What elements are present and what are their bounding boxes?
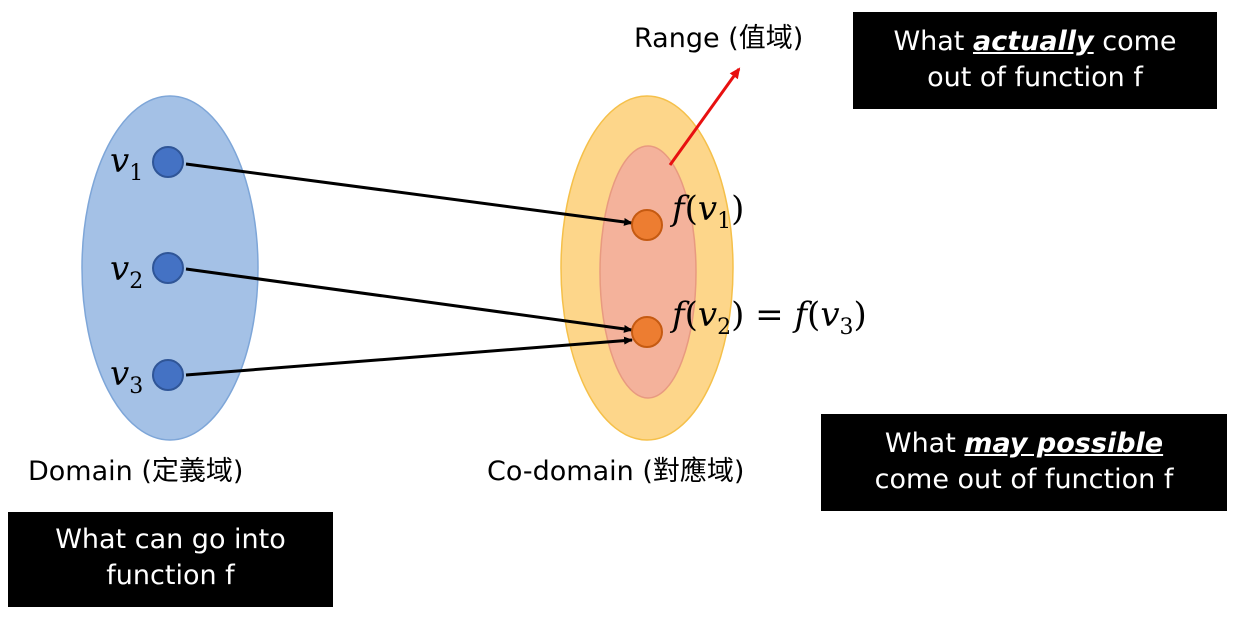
range-note-line2: out of function f <box>927 62 1143 93</box>
codomain-note-line2: come out of function f <box>874 464 1174 495</box>
mapping-arrow-v3 <box>185 336 633 377</box>
domain-point-v2 <box>152 252 184 284</box>
range-label: Range (值域) <box>634 23 804 54</box>
range-note: What actually come out of function f <box>853 12 1217 109</box>
range-ellipse <box>599 145 697 399</box>
domain-note-line2: function f <box>106 560 235 591</box>
domain-point-v1 <box>152 146 184 178</box>
domain-note: What can go into function f <box>8 512 333 607</box>
domain-point-v3 <box>152 359 184 391</box>
range-pointer-arrow <box>668 67 741 166</box>
mapping-arrow-v2 <box>185 267 633 333</box>
range-note-line1: What actually come <box>893 26 1177 57</box>
range-note-emphasis: actually <box>972 26 1094 57</box>
mapping-arrow-v1 <box>185 162 633 226</box>
label-f-v2-equals-f-v3: f(v2) = f(v3) <box>669 295 867 340</box>
codomain-note-line1: What may possible <box>884 428 1164 459</box>
codomain-note-emphasis: may possible <box>964 428 1164 459</box>
codomain-note: What may possible come out of function f <box>821 414 1227 511</box>
image-point-2 <box>631 316 663 348</box>
domain-note-line1: What can go into <box>55 524 286 555</box>
label-f-v1: f(v1) <box>669 189 744 234</box>
image-point-1 <box>631 209 663 241</box>
codomain-label: Co-domain (對應域) <box>487 456 745 487</box>
domain-label: Domain (定義域) <box>28 456 244 487</box>
